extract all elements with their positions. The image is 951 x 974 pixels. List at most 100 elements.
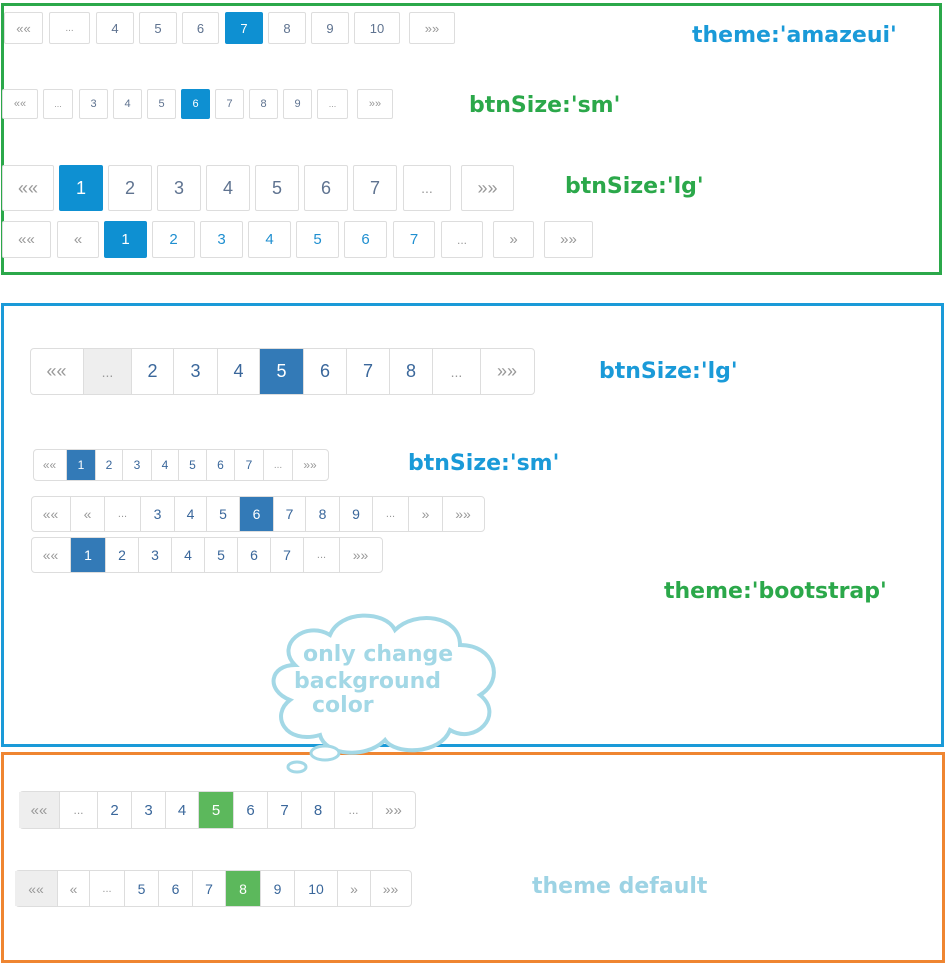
page-6-button[interactable]: 6 — [206, 450, 234, 480]
prev-page-button[interactable]: « — [57, 221, 99, 258]
next-page-button[interactable]: » — [337, 871, 370, 906]
page-5-button[interactable]: 5 — [139, 12, 177, 44]
page-6-button[interactable]: 6 — [182, 12, 219, 44]
first-page-button[interactable]: «« — [2, 221, 51, 258]
page-8-button[interactable]: 8 — [389, 349, 432, 394]
page-5-button[interactable]: 5 — [204, 538, 237, 572]
page-7-button[interactable]: 7 — [273, 497, 305, 531]
page-7-button[interactable]: 7 — [234, 450, 263, 480]
page-1-button[interactable]: 1 — [104, 221, 147, 258]
page-3-button[interactable]: 3 — [122, 450, 151, 480]
page-7-button[interactable]: 7 — [192, 871, 225, 906]
first-page-button[interactable]: «« — [42, 547, 59, 563]
page-6-button[interactable]: 6 — [304, 165, 348, 211]
first-page-button[interactable]: «« — [4, 12, 43, 44]
page-4-button[interactable]: 4 — [113, 89, 142, 119]
ellipsis-button[interactable]: ... — [263, 450, 292, 480]
page-6-button[interactable]: 6 — [303, 349, 346, 394]
page-8-button[interactable]: 8 — [225, 871, 260, 906]
last-page-button[interactable]: »» — [409, 12, 455, 44]
page-5-button[interactable]: 5 — [124, 871, 158, 906]
page-8-button[interactable]: 8 — [268, 12, 306, 44]
ellipsis-button[interactable]: ... — [432, 349, 480, 394]
ellipsis-button[interactable]: ... — [104, 497, 140, 531]
next-page-button[interactable]: » — [493, 221, 534, 258]
first-page-button[interactable]: «« — [15, 871, 57, 906]
page-10-button[interactable]: 10 — [294, 871, 337, 906]
ellipsis-button[interactable]: ... — [303, 538, 339, 572]
page-3-button[interactable]: 3 — [157, 165, 201, 211]
page-8-button[interactable]: 8 — [249, 89, 278, 119]
page-2-button[interactable]: 2 — [108, 165, 152, 211]
page-1-button[interactable]: 1 — [66, 450, 95, 480]
ellipsis-button[interactable]: ... — [372, 497, 408, 531]
ellipsis-button[interactable]: ... — [441, 221, 483, 258]
last-page-button[interactable]: »» — [442, 497, 483, 531]
page-1-button[interactable]: 1 — [59, 165, 103, 211]
last-page-button[interactable]: »» — [372, 792, 414, 828]
page-3-button[interactable]: 3 — [131, 792, 165, 828]
last-page-button[interactable]: »» — [461, 165, 514, 211]
last-page-button[interactable]: »» — [544, 221, 593, 258]
prev-page-button[interactable]: « — [57, 871, 89, 906]
last-page-button[interactable]: »» — [480, 349, 533, 394]
page-9-button[interactable]: 9 — [339, 497, 372, 531]
page-10-button[interactable]: 10 — [354, 12, 400, 44]
page-4-button[interactable]: 4 — [174, 497, 206, 531]
page-4-button[interactable]: 4 — [206, 165, 250, 211]
page-5-button[interactable]: 5 — [296, 221, 339, 258]
first-page-button[interactable]: «« — [19, 792, 59, 828]
page-3-button[interactable]: 3 — [173, 349, 217, 394]
page-4-button[interactable]: 4 — [151, 450, 178, 480]
page-5-button[interactable]: 5 — [178, 450, 206, 480]
last-page-button[interactable]: »» — [292, 450, 327, 480]
page-7-button[interactable]: 7 — [267, 792, 301, 828]
page-1-button[interactable]: 1 — [70, 538, 105, 572]
prev-page-button[interactable]: « — [70, 497, 104, 531]
page-2-button[interactable]: 2 — [131, 349, 173, 394]
page-9-button[interactable]: 9 — [311, 12, 349, 44]
page-4-button[interactable]: 4 — [217, 349, 259, 394]
ellipsis-button[interactable]: ... — [334, 792, 372, 828]
page-6-button[interactable]: 6 — [344, 221, 387, 258]
page-5-button[interactable]: 5 — [147, 89, 176, 119]
page-7-button[interactable]: 7 — [393, 221, 435, 258]
first-page-button[interactable]: «« — [42, 506, 59, 522]
ellipsis-button[interactable]: ... — [49, 12, 90, 44]
page-6-button[interactable]: 6 — [158, 871, 192, 906]
page-6-button[interactable]: 6 — [181, 89, 210, 119]
ellipsis-button[interactable]: ... — [43, 89, 73, 119]
page-7-button[interactable]: 7 — [215, 89, 244, 119]
page-8-button[interactable]: 8 — [305, 497, 339, 531]
page-5-button[interactable]: 5 — [198, 792, 233, 828]
page-9-button[interactable]: 9 — [283, 89, 312, 119]
page-5-button[interactable]: 5 — [206, 497, 239, 531]
page-4-button[interactable]: 4 — [248, 221, 291, 258]
first-page-button[interactable]: «« — [2, 89, 38, 119]
page-5-button[interactable]: 5 — [259, 349, 303, 394]
first-page-button[interactable]: «« — [42, 458, 57, 472]
page-2-button[interactable]: 2 — [97, 792, 131, 828]
last-page-button[interactable]: »» — [370, 871, 410, 906]
ellipsis-button[interactable]: ... — [59, 792, 97, 828]
page-6-button[interactable]: 6 — [233, 792, 267, 828]
page-3-button[interactable]: 3 — [140, 497, 174, 531]
first-page-button[interactable]: «« — [46, 361, 67, 381]
page-2-button[interactable]: 2 — [105, 538, 138, 572]
page-5-button[interactable]: 5 — [255, 165, 299, 211]
page-7-button[interactable]: 7 — [353, 165, 397, 211]
ellipsis-button[interactable]: ... — [317, 89, 348, 119]
page-4-button[interactable]: 4 — [171, 538, 204, 572]
page-8-button[interactable]: 8 — [301, 792, 334, 828]
page-6-button[interactable]: 6 — [237, 538, 270, 572]
last-page-button[interactable]: »» — [357, 89, 393, 119]
page-9-button[interactable]: 9 — [260, 871, 294, 906]
page-3-button[interactable]: 3 — [200, 221, 243, 258]
page-6-button[interactable]: 6 — [239, 497, 273, 531]
page-2-button[interactable]: 2 — [152, 221, 195, 258]
page-4-button[interactable]: 4 — [96, 12, 134, 44]
last-page-button[interactable]: »» — [339, 538, 381, 572]
ellipsis-button[interactable]: ... — [403, 165, 451, 211]
page-3-button[interactable]: 3 — [138, 538, 171, 572]
ellipsis-button[interactable]: ... — [89, 871, 124, 906]
